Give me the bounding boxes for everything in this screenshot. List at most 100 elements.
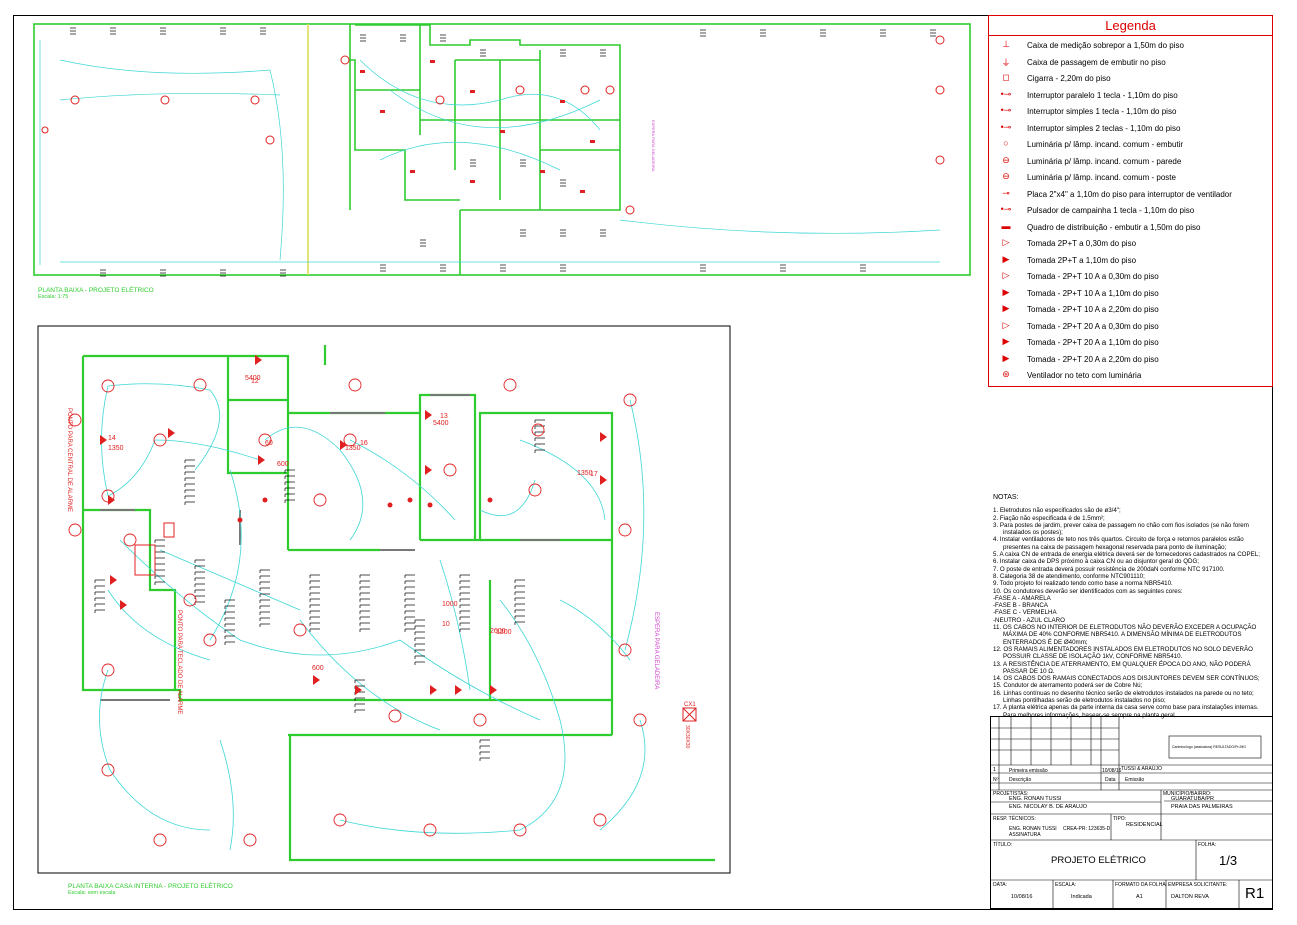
notes-panel: NOTAS: 1. Eletrodutos não especificados … xyxy=(993,494,1271,719)
switch-icon xyxy=(427,502,433,508)
legend-item-label: Caixa de passagem de embutir no piso xyxy=(1027,57,1166,67)
legend-item-label: Ventilador no teto com luminária xyxy=(1027,371,1142,380)
circuit-label: 1350 xyxy=(577,470,593,477)
note-item: 8. Categoria 38 de atendimento, conforme… xyxy=(993,572,1145,580)
site-outlet-icon xyxy=(470,180,475,183)
legend-symbol-icon: ▶ xyxy=(1002,303,1010,313)
legend-item: ◻Cigarra - 2,20m do piso xyxy=(989,71,1272,87)
legend-item-label: Interruptor paralelo 1 tecla - 1,10m do … xyxy=(1027,90,1178,100)
note-item: 6. Instalar caixa de DPS próximo à caixa… xyxy=(993,558,1200,566)
outlet-icon xyxy=(313,675,320,685)
legend-item-label: Luminária p/ lâmp. incand. comum - poste xyxy=(1027,173,1176,182)
legend-item-label: Tomada - 2P+T 10 A a 0,30m do piso xyxy=(1027,272,1159,281)
note-item: 5. A caixa CN de entrada de energia elét… xyxy=(993,551,1260,559)
title-block-grid xyxy=(991,717,1272,908)
legend-item-label: Tomada 2P+T a 1,10m do piso xyxy=(1027,255,1137,265)
legend-symbol-icon: ○ xyxy=(1003,138,1009,148)
luminaire-icon xyxy=(313,493,327,507)
luminaire-icon xyxy=(348,378,362,392)
outlet-icon xyxy=(340,440,347,450)
outlet-icon xyxy=(430,685,437,695)
outlet-icon xyxy=(600,475,607,485)
site-outlet-icon xyxy=(380,110,385,113)
circuit-label: 1200 xyxy=(496,629,512,636)
legend-item: •⊸Interruptor simples 1 tecla - 1,10m do… xyxy=(989,104,1272,120)
legend-symbol-icon: ⏚ xyxy=(1001,57,1011,68)
data: 10/08/16 xyxy=(1011,894,1033,900)
legend-item-label: Interruptor simples 2 teclas - 1,10m do … xyxy=(1027,123,1181,133)
escala-label: ESCALA: xyxy=(1055,882,1077,888)
outlet-icon xyxy=(100,435,107,445)
note-item: -NEUTRO - AZUL CLARO xyxy=(993,616,1065,624)
legend-item: ▶Tomada - 2P+T 10 A a 1,10m do piso xyxy=(989,286,1272,302)
switch-icon xyxy=(387,502,393,508)
rev-num: 1 xyxy=(993,767,997,773)
legend-item: ○Luminária p/ lâmp. incand. comum - embu… xyxy=(989,137,1272,153)
luminaire-icon xyxy=(153,433,167,447)
stamp: Carimbo/logo (assinatura) RESULTADO/Pr./… xyxy=(1172,745,1246,749)
legend-symbol-icon: ▶ xyxy=(1002,336,1010,346)
note-item: -FASE C - VERMELHA xyxy=(993,609,1057,617)
switch-icon xyxy=(262,497,268,503)
luminaire-icon xyxy=(258,433,272,447)
folha-label: FOLHA: xyxy=(1198,842,1217,848)
sheet-border xyxy=(13,15,1273,910)
circuit-label: 5400 xyxy=(433,420,449,427)
outlet-icon xyxy=(355,685,362,695)
legend-symbol-icon: •⊸ xyxy=(1000,88,1012,99)
fixtures xyxy=(68,355,647,847)
note-item: 12. OS RAMAIS ALIMENTADORES INSTALADOS E… xyxy=(993,645,1253,661)
legend-symbol-icon: ⊛ xyxy=(1002,369,1010,379)
luminaire-icon xyxy=(243,833,257,847)
hdr-emissao: Emissão xyxy=(1125,777,1145,783)
luminaire-icon xyxy=(183,593,197,607)
circuit-label: 1350 xyxy=(345,445,361,452)
note-item: 11. OS CABOS NO INTERIOR DE ELETRODUTOS … xyxy=(993,624,1257,646)
circuit-label: 600 xyxy=(312,665,324,672)
empresa-label: EMPRESA SOLICITANTE: xyxy=(1168,882,1228,888)
note-item: 2. Fiação não especificada é de 1.5mm²; xyxy=(993,514,1105,522)
assinatura: ASSINATURA xyxy=(1009,832,1041,838)
note-item: 3. Para postes de jardim, prever caixa d… xyxy=(993,521,1249,537)
legend-item-label: Tomada - 2P+T 10 A a 2,20m do piso xyxy=(1027,305,1159,314)
legend-symbol-icon: ⊖ xyxy=(1002,171,1010,181)
note-item: 10. Os condutores deverão ser identifica… xyxy=(993,587,1183,595)
note-item: 15. Condutor de aterramento poderá ser d… xyxy=(993,682,1143,690)
outlet-icon xyxy=(455,685,462,695)
note-item: 13. A RESISTÊNCIA DE ATERRAMENTO, EM QUA… xyxy=(993,660,1251,675)
outlet-icon xyxy=(425,465,432,475)
luminaire-icon xyxy=(593,813,607,827)
luminaire-icon xyxy=(623,393,637,407)
luminaire-icon xyxy=(633,713,647,727)
folha: 1/3 xyxy=(1219,853,1238,868)
bairro: PRAIA DAS PALMEIRAS xyxy=(1171,804,1233,810)
house-walls xyxy=(81,345,715,862)
luminaire-icon xyxy=(618,643,632,657)
site-outlet-icon xyxy=(540,170,545,173)
luminaire-icon xyxy=(153,833,167,847)
site-outlet-icon xyxy=(410,170,415,173)
note-item: 1. Eletrodutos não especificados são de … xyxy=(993,507,1121,515)
switch-icon xyxy=(407,497,413,503)
alarm-keypad-label: PONTO PARA TECLADO DE ALARME xyxy=(176,610,182,714)
legend-item-label: Tomada - 2P+T 20 A a 2,20m do piso xyxy=(1027,354,1159,364)
alarm-central-label: PONTO PARA CENTRAL DE ALARME xyxy=(66,408,72,512)
note-item: -FASE A - AMARELA xyxy=(993,594,1051,602)
legend-item-label: Interruptor simples 1 tecla - 1,10m do p… xyxy=(1027,107,1177,116)
outlet-icon xyxy=(490,685,497,695)
switch-icon xyxy=(237,517,243,523)
conduit-ticks xyxy=(94,419,545,761)
note-item: 4. Instalar ventiladores de teto nos trê… xyxy=(993,536,1244,551)
legend-item: ▶Tomada - 2P+T 20 A a 1,10m do piso xyxy=(989,335,1272,351)
legend-symbol-icon: ▶ xyxy=(1002,352,1010,363)
hdr-desc: Descrição xyxy=(1009,777,1032,783)
hdr-num: Nº xyxy=(993,777,999,783)
note-item: 9. Todo projeto foi realizado tendo como… xyxy=(993,580,1173,588)
legend-symbol-icon: ▶ xyxy=(1002,286,1010,297)
circuit-label: 10 xyxy=(442,621,450,628)
circuit-label: 5400 xyxy=(245,375,261,382)
circuit-labels: 1413501254001613501354001713506060010001… xyxy=(108,375,598,672)
crea: CREA-PR: 123635-D xyxy=(1063,826,1111,832)
circuit-label: 600 xyxy=(277,461,289,468)
luminaire-icon xyxy=(473,713,487,727)
